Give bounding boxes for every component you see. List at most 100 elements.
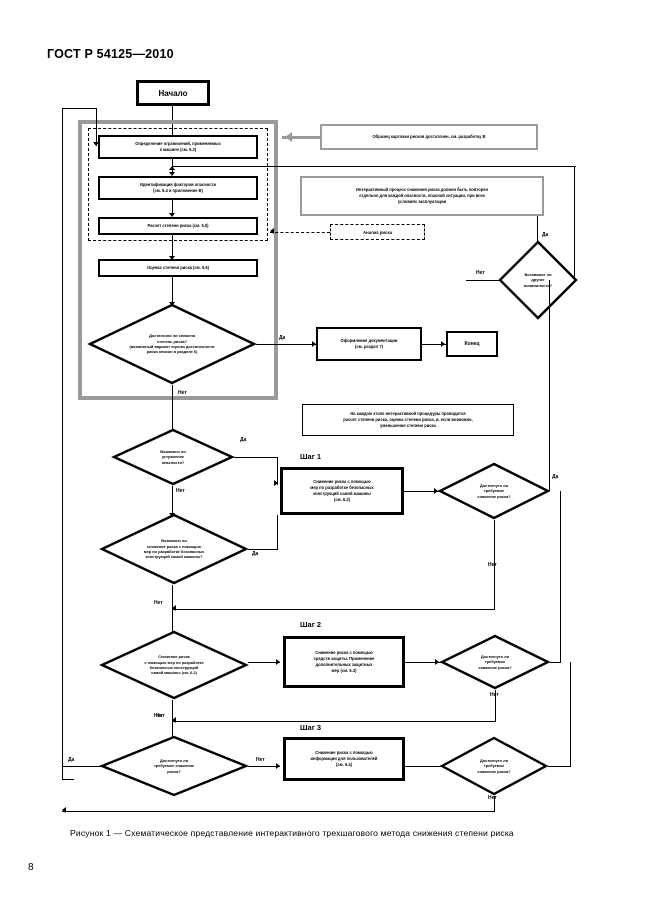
label-reduction2-no: Нет xyxy=(490,692,499,698)
arrowhead-reachable-to-step3 xyxy=(276,763,280,769)
arrowhead-reduction1-no xyxy=(172,605,176,611)
connector-reduction2-no xyxy=(495,690,497,722)
label-other-hazards-yes: Да xyxy=(542,232,549,238)
arrowhead-documentation xyxy=(312,341,316,347)
box-step-3: Снижение риска с помощью информации для … xyxy=(283,737,405,781)
decision-can-reduce-by-design: Возможно ли снижение риска с помощью мер… xyxy=(99,513,249,585)
loop-left-top xyxy=(62,108,97,110)
box-step-1: Снижение риска с помощью мер по разработ… xyxy=(280,467,404,515)
arrowhead-hazard xyxy=(169,213,175,217)
connector-reduction3-yes-h xyxy=(548,766,571,768)
decision-reduce-by-design: Снижение риска с помощью мер по разработ… xyxy=(99,630,249,700)
connector-reduction2-yes xyxy=(560,491,562,662)
label-eliminate-yes: Да xyxy=(240,437,247,443)
connector-eliminate-yes-h xyxy=(234,457,278,459)
note-risk-analysis: Анализ риска xyxy=(330,224,425,240)
label-step3-no-entry: Нет xyxy=(156,713,165,719)
decision-other-hazards-shape xyxy=(498,240,578,320)
connector-eliminate-yes-v xyxy=(277,457,279,485)
connector-step1-out xyxy=(404,491,440,493)
connector-analysis-note xyxy=(270,232,330,233)
arrowhead-step2-out xyxy=(435,659,439,665)
arrowhead-analysis-note xyxy=(270,228,274,234)
connector-reduction1-no-h xyxy=(172,609,495,611)
feedback-line-right xyxy=(574,166,576,280)
connector-reduction1-yes xyxy=(549,280,551,491)
connector-eliminate-no xyxy=(172,486,174,516)
connector-other-hazards-up xyxy=(537,216,539,242)
box-step-2: Снижение риска с помощью средств защиты.… xyxy=(283,636,405,688)
arrowhead-step1-out xyxy=(434,488,438,494)
arrowhead-feedback-top xyxy=(169,166,175,170)
decision-required-reduction2-shape xyxy=(439,634,551,690)
label-reduction1-yes: Да xyxy=(552,474,559,480)
note-iterative-process: Интерактивный процесс снижения риска дол… xyxy=(300,176,544,216)
arrowhead-step1-in xyxy=(274,480,278,486)
arrowhead-reduction2-no xyxy=(172,717,176,723)
label-risk-reduced-yes: Да xyxy=(279,335,286,341)
arrowhead-evaluation-in xyxy=(169,256,175,260)
connector-reduction2-yes-h xyxy=(550,662,561,664)
arrowhead-design-to-step2 xyxy=(276,659,280,665)
decision-required-reduction3-shape xyxy=(439,736,549,796)
connector-reduction3-yes xyxy=(570,662,572,766)
connector-can-reduce-no xyxy=(172,585,174,637)
decision-can-reduce-shape xyxy=(99,513,249,585)
connector-grey-note-to-frame xyxy=(282,136,320,139)
step-2-label: Шаг 2 xyxy=(300,620,322,629)
label-design-no: Нет xyxy=(154,713,163,719)
connector-can-reduce-yes-v xyxy=(277,515,279,550)
label-eliminate-no: Нет xyxy=(176,488,185,494)
label-reachable-no: Нет xyxy=(256,757,265,763)
connector-bottom-return xyxy=(62,811,495,813)
step-1-label: Шаг 1 xyxy=(300,452,322,461)
box-risk-estimation: Расчет степени риска (см. 5.5) xyxy=(98,217,258,235)
label-reachable-yes: Да xyxy=(68,757,75,763)
note-each-iteration: На каждом этапе интерактивной процедуры … xyxy=(302,404,514,436)
connector-hazard-down xyxy=(172,200,174,216)
connector-to-documentation xyxy=(256,344,316,346)
label-can-reduce-no: Нет xyxy=(154,600,163,606)
decision-required-reduction-step2: Достигнуто ли требуемое снижение риска? xyxy=(439,634,551,690)
feedback-line-into-other-hazards xyxy=(466,280,522,282)
connector-reduction2-no-h xyxy=(172,721,496,723)
decision-risk-reduced-shape xyxy=(87,303,257,385)
connector-risk-reduced-no xyxy=(172,385,174,433)
arrowhead-loop-left xyxy=(93,142,99,146)
loop-left-long xyxy=(62,108,64,780)
figure-caption: Рисунок 1 — Схематическое представление … xyxy=(70,828,514,838)
arrowhead-bottom-return xyxy=(62,807,66,813)
decision-required-reduction-step1: Достигнуто ли требуемое снижение риска? xyxy=(437,462,551,520)
terminal-start: Начало xyxy=(136,80,210,106)
connector-can-reduce-yes-h xyxy=(248,549,278,551)
loop-left-bottom xyxy=(62,779,74,781)
connector-reachable-to-step3 xyxy=(248,766,280,768)
decision-reduce-by-design-shape xyxy=(99,630,249,700)
connector-documentation-to-end xyxy=(422,344,446,346)
note-risk-card: Образец карточки рисков достаточен, см. … xyxy=(320,124,538,150)
connector-reduction3-no xyxy=(494,796,496,812)
loop-left-vertical xyxy=(96,108,98,146)
feedback-line-top xyxy=(172,166,576,168)
label-can-reduce-yes: Да xyxy=(252,551,259,557)
group-risk-analysis xyxy=(88,128,268,241)
connector-step3-out xyxy=(405,766,441,768)
decision-required-reduction-step3: Достигнуто ли требуемое снижение риска? xyxy=(439,736,549,796)
connector-step2-out xyxy=(405,662,441,664)
decision-required-reduction1-shape xyxy=(437,462,551,520)
label-other-hazards-no: Нет xyxy=(476,270,485,276)
box-risk-evaluation: Оценка степени риска (см. 5.6) xyxy=(98,259,258,277)
box-determine-limits: Определение ограничений, применяемых к м… xyxy=(98,135,258,159)
decision-risk-reduced-enough: Достаточно ли снижена степень риска? (во… xyxy=(87,303,257,385)
page-number: 8 xyxy=(28,862,34,873)
box-documentation: Оформление документации (см. раздел 7) xyxy=(316,327,422,361)
terminal-end: Конец xyxy=(446,331,498,357)
connector-evaluation-down xyxy=(172,277,174,305)
connector-estimation-to-evaluation xyxy=(172,235,174,259)
decision-reachable-reduction-shape xyxy=(98,735,250,797)
label-reduction1-no: Нет xyxy=(488,562,497,568)
decision-can-eliminate-shape xyxy=(111,428,235,486)
connector-reduction1-no xyxy=(494,520,496,610)
step-3-label: Шаг 3 xyxy=(300,723,322,732)
